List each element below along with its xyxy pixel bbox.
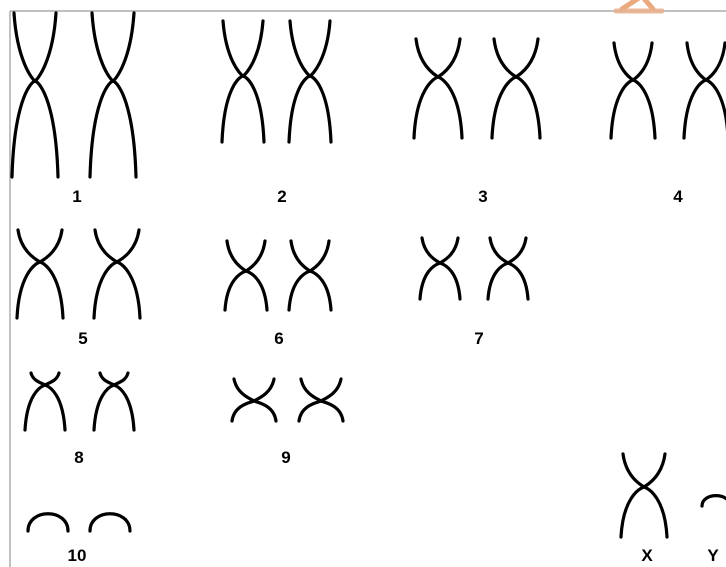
chromosome-5a-bottom-arm [17, 262, 63, 318]
chromosome-2b [289, 21, 331, 142]
chromosome-8a-bottom-arm [25, 385, 65, 430]
chromosome-5a-top-arm [18, 230, 62, 262]
chromosome-6a [225, 241, 267, 310]
chromosome-3a [414, 39, 462, 138]
watermark-logo [616, 0, 662, 11]
chromosome-9a-top-arm [234, 379, 274, 401]
chromosome-1b-bottom-arm [90, 81, 136, 177]
chromosome-2a [222, 21, 264, 142]
chromosome-y [702, 496, 726, 506]
chromosome-4a-bottom-arm [611, 80, 655, 138]
chromosome-2b-top-arm [290, 21, 330, 76]
chromosome-9b-bottom-arm [299, 401, 343, 421]
chromosome-9b-top-arm [301, 379, 341, 401]
pair-label-7: 7 [474, 329, 483, 348]
chromosome-2b-bottom-arm [289, 76, 331, 142]
chromosome-8a [25, 373, 65, 430]
chromosome-6a-top-arm [227, 241, 265, 271]
chromosome-7a-bottom-arm [420, 263, 460, 299]
chromosome-4b-top-arm [687, 43, 725, 80]
chromosome-2a-bottom-arm [222, 76, 264, 142]
chromosome-4a-top-arm [614, 43, 652, 80]
chromosome-8b-bottom-arm [94, 385, 134, 430]
chromosome-7b [488, 238, 528, 299]
chromosome-5a [17, 230, 63, 318]
chromosome-3b-top-arm [494, 39, 538, 77]
pair-label-8: 8 [74, 448, 83, 467]
chromosome-5b [94, 230, 140, 318]
chromosome-6b-top-arm [291, 241, 329, 271]
chromosome-x [621, 454, 667, 537]
chromosome-x-bottom-arm [621, 487, 667, 537]
chromosome-8a-top-arm [31, 373, 59, 385]
chromosome-3a-bottom-arm [414, 77, 462, 138]
chromosome-3b-bottom-arm [492, 77, 540, 138]
chromosome-6a-bottom-arm [225, 271, 267, 310]
pair-label-2: 2 [277, 187, 286, 206]
pair-label-3: 3 [478, 187, 487, 206]
pair-label-5: 5 [78, 329, 87, 348]
chromosome-7b-top-arm [490, 238, 526, 263]
chromosome-6b [289, 241, 331, 310]
chromosome-5b-bottom-arm [94, 262, 140, 318]
chromosome-3a-top-arm [416, 39, 460, 77]
pair-label-1: 1 [72, 187, 81, 206]
pair-label-6: 6 [274, 329, 283, 348]
chromosome-6b-bottom-arm [289, 271, 331, 310]
chromosome-x-top-arm [623, 454, 665, 487]
pair-label-x: X [641, 546, 653, 565]
chromosome-10a [28, 514, 68, 531]
pair-label-10: 10 [68, 546, 87, 565]
chromosome-10b [90, 514, 130, 531]
chromosome-7a [420, 238, 460, 299]
chromosome-1b-top-arm [92, 13, 134, 81]
chromosome-9a [232, 379, 276, 421]
chromosome-8b [94, 373, 134, 430]
pair-label-y: Y [707, 546, 719, 565]
chromosome-1a-bottom-arm [12, 81, 58, 177]
pair-label-4: 4 [673, 187, 683, 206]
chromosome-8b-top-arm [100, 373, 128, 385]
chromosome-9a-bottom-arm [232, 401, 276, 421]
chromosome-7a-top-arm [422, 238, 458, 263]
pair-label-9: 9 [281, 448, 290, 467]
chromosome-2a-top-arm [223, 21, 263, 76]
chromosome-3b [492, 39, 540, 138]
chromosome-7b-bottom-arm [488, 263, 528, 299]
chromosome-4a [611, 43, 655, 138]
chromosome-1b [90, 13, 136, 177]
chromosome-1a [12, 13, 58, 177]
chromosome-4b [684, 43, 726, 138]
chromosome-5b-top-arm [95, 230, 139, 262]
chromosome-1a-top-arm [14, 13, 56, 81]
chromosome-9b [299, 379, 343, 421]
chromosome-group [12, 13, 726, 537]
chromosome-4b-bottom-arm [684, 80, 726, 138]
